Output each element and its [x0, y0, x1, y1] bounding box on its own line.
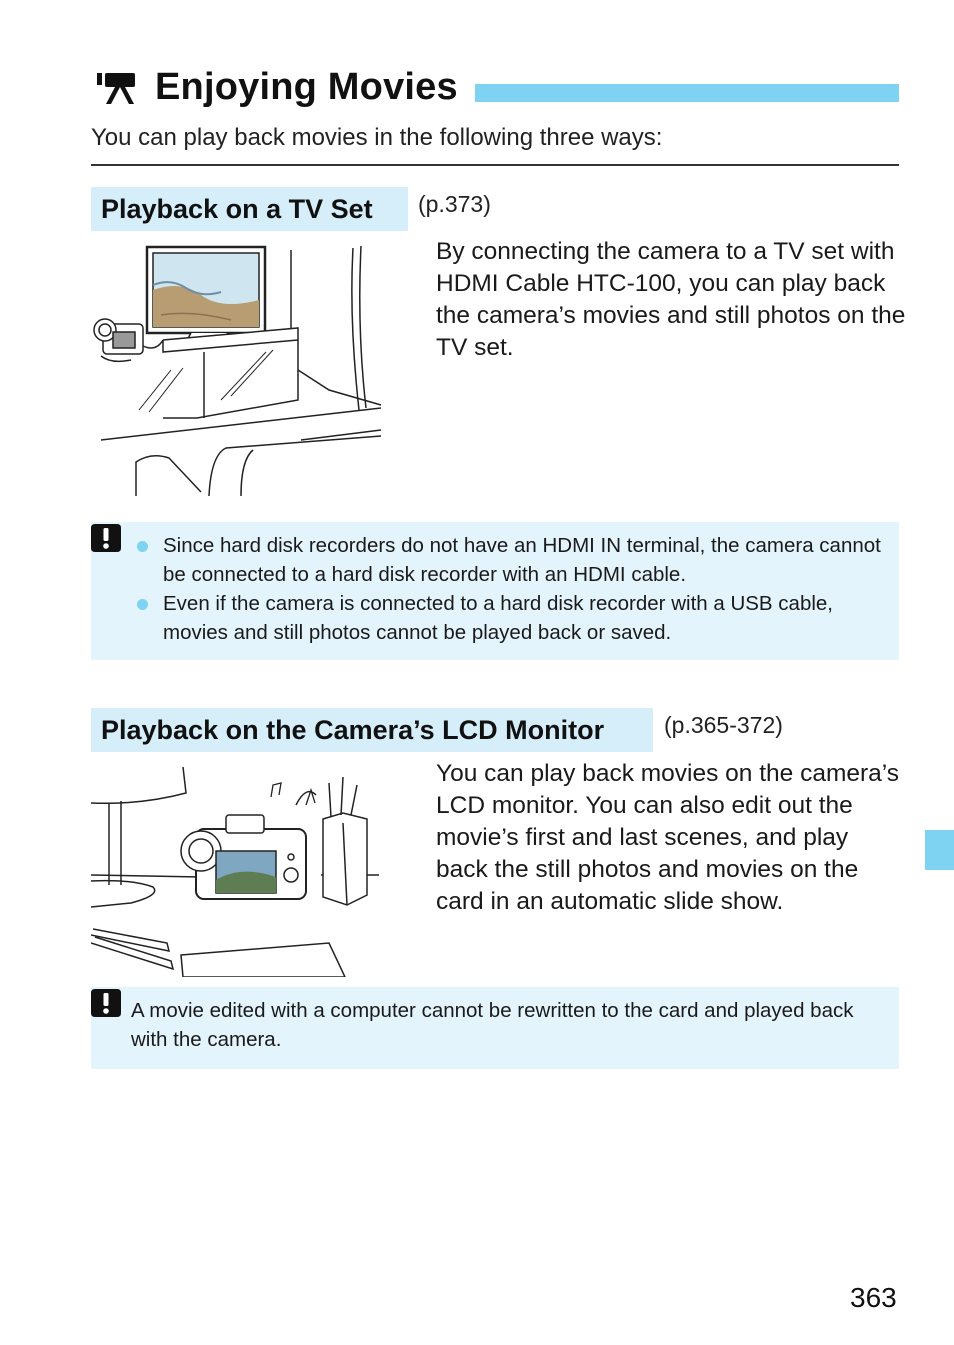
page-reference-tv: (p.373) — [418, 191, 491, 217]
movie-camera-icon — [97, 73, 135, 104]
caution-box: Since hard disk recorders do not have an… — [91, 522, 899, 660]
section-heading-lcd: Playback on the Camera’s LCD Monitor — [91, 708, 653, 752]
chapter-tab — [925, 830, 954, 870]
section-body-lcd: You can play back movies on the camera’s… — [436, 760, 900, 915]
caution-item: Since hard disk recorders do not have an… — [137, 531, 883, 589]
divider — [91, 164, 899, 166]
caution-text: A movie edited with a computer cannot be… — [131, 999, 854, 1051]
page-number: 363 — [850, 1282, 897, 1313]
title-accent-bar — [475, 84, 899, 102]
caution-icon — [91, 524, 121, 552]
section-body-tv: By connecting the camera to a TV set wit… — [436, 238, 906, 361]
tv-playback-illustration — [93, 245, 382, 496]
bullet-icon — [137, 541, 148, 552]
caution-box: A movie edited with a computer cannot be… — [91, 987, 899, 1069]
camera-lcd-illustration — [91, 766, 379, 977]
page-reference-lcd: (p.365-372) — [664, 712, 783, 738]
intro-text: You can play back movies in the followin… — [91, 124, 663, 151]
caution-icon — [91, 989, 121, 1017]
page-title: Enjoying Movies — [155, 66, 458, 108]
page-title-row: Enjoying Movies — [91, 62, 899, 114]
caution-item: Even if the camera is connected to a har… — [137, 589, 883, 647]
bullet-icon — [137, 599, 148, 610]
section-heading-tv: Playback on a TV Set — [91, 187, 408, 231]
